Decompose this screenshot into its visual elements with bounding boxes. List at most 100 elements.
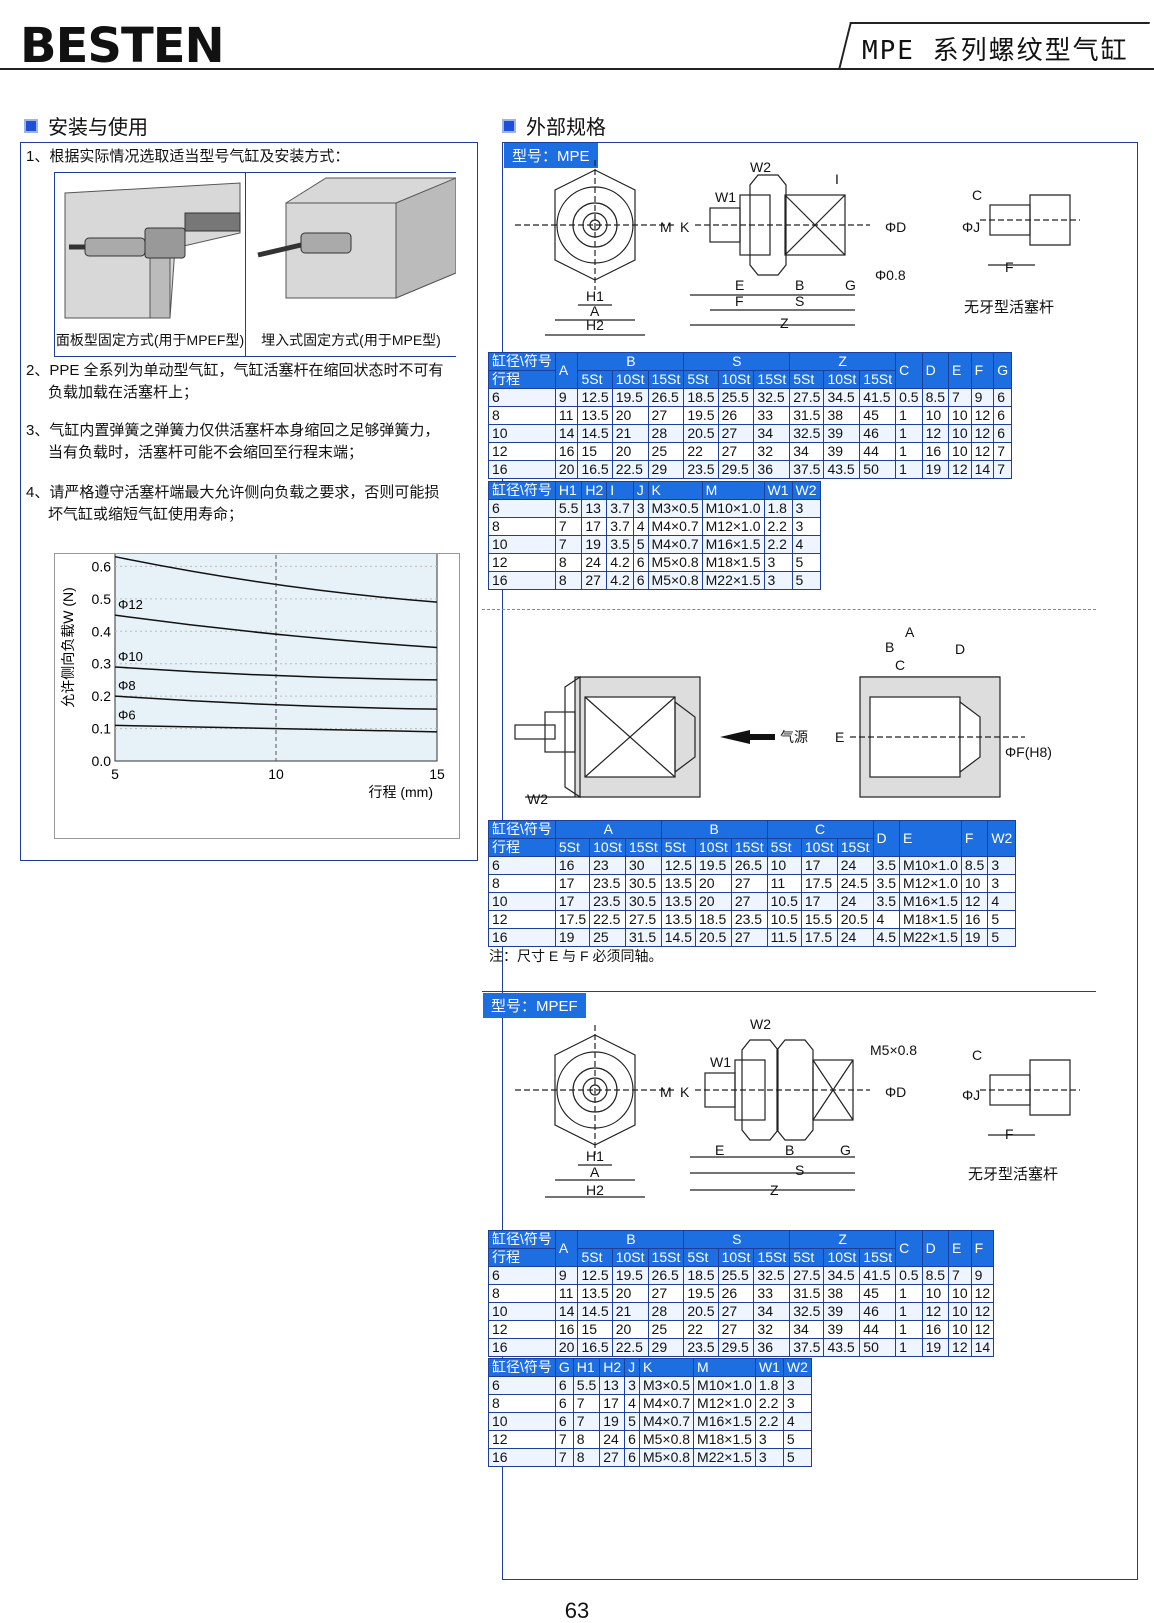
table-cell: 4 (987, 892, 1017, 911)
table-cell: 27 (599, 1448, 626, 1467)
table-cell: 37.5 (789, 1338, 825, 1357)
subheader-cell: 10St (717, 1248, 755, 1267)
table-cell: 5 (791, 553, 821, 572)
table-cell: 8 (572, 1430, 601, 1449)
svg-text:C: C (895, 657, 905, 673)
table-cell: 33 (753, 1284, 791, 1303)
table-cell: 20 (695, 892, 732, 911)
table-cell: 10 (948, 442, 972, 461)
table-cell: 5.5 (572, 1376, 601, 1395)
table-cell: 6 (993, 424, 1013, 443)
x-axis-label: 行程 (mm) (368, 784, 433, 800)
svg-text:ΦD: ΦD (885, 1084, 906, 1100)
table-cell: 30.5 (624, 892, 662, 911)
subheader-cell: 5St (789, 370, 825, 389)
table-cell: 8.5 (921, 388, 950, 407)
table-cell: 38 (823, 406, 861, 425)
subheader-cell: 10St (823, 370, 861, 389)
table-cell: 10 (488, 892, 556, 911)
header-cell: H1 (554, 481, 583, 500)
table-cell: 16.5 (577, 460, 613, 479)
table-cell: 19.5 (683, 406, 719, 425)
table-cell: 23.5 (589, 892, 626, 911)
subheader-cell: 10St (800, 838, 838, 857)
table-cell: 4 (791, 535, 821, 554)
table-cell: 12 (970, 1302, 995, 1321)
table-cell: 29 (647, 1338, 685, 1357)
side-load-chart: 0.00.10.20.30.40.50.60.751015Φ16Φ12Φ10Φ8… (54, 526, 460, 839)
table-cell: 18.5 (695, 910, 732, 929)
table-cell: 34 (789, 1320, 825, 1339)
table-cell: 45 (859, 1284, 897, 1303)
subheader-cell: 15St (647, 1248, 685, 1267)
table-cell: 2.2 (763, 535, 793, 554)
table-cell: M5×0.8 (638, 1448, 695, 1467)
table-cell: 14 (970, 460, 995, 479)
header-cell: C (895, 352, 923, 389)
table-cell: 10 (921, 406, 950, 425)
table-cell: 34 (753, 424, 791, 443)
section-divider-2 (482, 991, 1096, 992)
table-cell: 6 (624, 1448, 640, 1467)
table-cell: 20 (554, 1338, 579, 1357)
table-cell: 26 (717, 406, 755, 425)
table-cell: 17.5 (554, 910, 591, 929)
svg-text:E: E (715, 1142, 724, 1158)
table-cell: 4.2 (606, 553, 634, 572)
subheader-cell: 15St (753, 370, 791, 389)
y-tick-label: 0.5 (92, 591, 112, 607)
table-cell: 6 (993, 406, 1013, 425)
table-cell: 32.5 (753, 388, 791, 407)
table-cell: M18×1.5 (898, 910, 962, 929)
table-cell: 10 (948, 406, 972, 425)
header-cell: B (660, 820, 768, 839)
table-cell: 15 (577, 1320, 613, 1339)
table-cell: 5 (987, 928, 1017, 947)
table-cell: 19.5 (611, 1266, 649, 1285)
table-cell: 1 (895, 460, 923, 479)
table-cell: 9 (970, 1266, 995, 1285)
table-cell: 6 (554, 1394, 574, 1413)
series-label: Φ6 (118, 707, 136, 722)
table-cell: 8.5 (921, 1266, 950, 1285)
y-tick-label: 0.3 (92, 656, 112, 672)
rodless-label-1: 无牙型活塞杆 (964, 299, 1055, 316)
model-mpe-tag: 型号：MPE (504, 143, 598, 168)
svg-text:F: F (1005, 259, 1014, 275)
svg-text:M: M (660, 219, 672, 235)
table-cell: 16 (554, 442, 579, 461)
svg-text:S: S (795, 1162, 804, 1178)
table-cell: 28 (647, 1302, 685, 1321)
table-cell: 11 (554, 1284, 579, 1303)
table-cell: 41.5 (859, 388, 897, 407)
table-cell: 19 (921, 1338, 950, 1357)
header-cell: Z (789, 1230, 897, 1249)
table-cell: 6 (488, 856, 556, 875)
air-source-label: 气源 (780, 729, 808, 745)
model-mpef-tag: 型号：MPEF (483, 993, 586, 1018)
table-cell: 1 (895, 1302, 923, 1321)
svg-text:A: A (905, 624, 915, 640)
install-item-4b: 坏气缸或缩短气缸使用寿命； (48, 506, 244, 523)
table-cell: 23 (589, 856, 626, 875)
table-cell: 8 (488, 1284, 556, 1303)
coaxial-note: 注：尺寸 E 与 F 必须同轴。 (489, 948, 663, 964)
table-cell: 8 (572, 1448, 601, 1467)
table-cell: 10 (488, 424, 556, 443)
table-cell: 34.5 (823, 1266, 861, 1285)
table-cell: 26 (717, 1284, 755, 1303)
subheader-cell: 5St (577, 370, 613, 389)
table-cell: 3 (987, 856, 1017, 875)
table-cell: 19 (581, 535, 608, 554)
table-cell: M12×1.0 (701, 517, 765, 536)
table-cell: 22.5 (611, 460, 649, 479)
table-cell: 13.5 (660, 910, 697, 929)
table-cell: 24 (836, 856, 874, 875)
